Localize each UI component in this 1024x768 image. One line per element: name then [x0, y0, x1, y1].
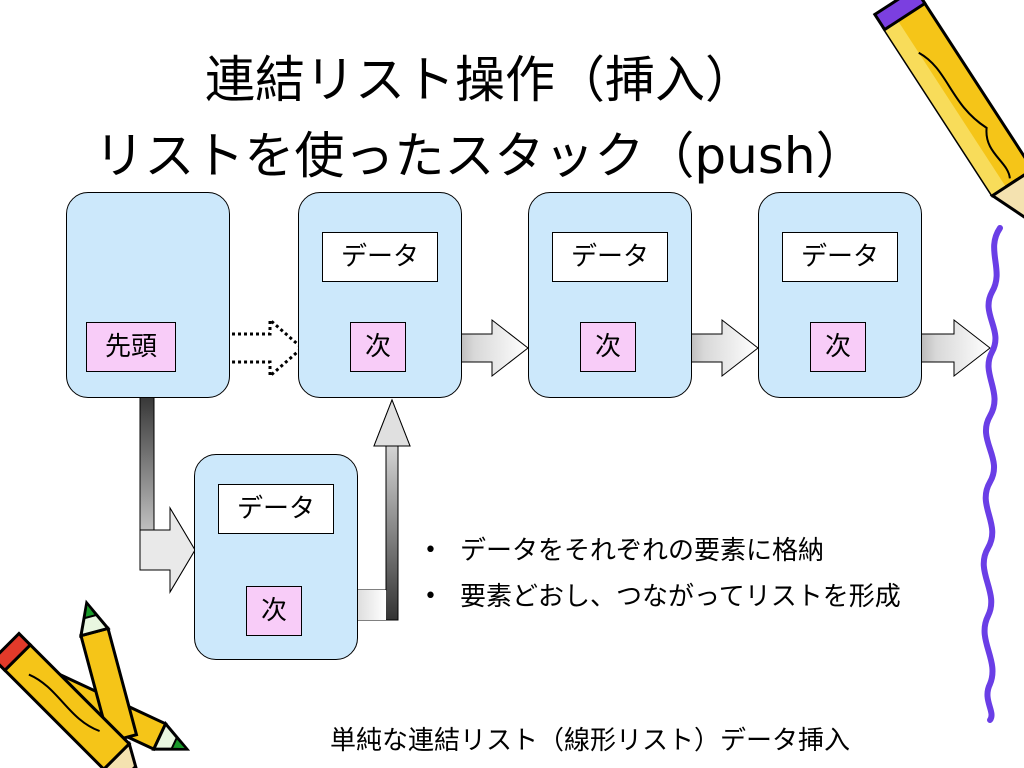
- slide-caption: 単純な連結リスト（線形リスト）データ挿入: [330, 726, 851, 756]
- slide-title-line2: リストを使ったスタック（push）: [94, 127, 866, 185]
- bullet-item: 要素どおし、つながってリストを形成: [420, 574, 901, 620]
- node-1-data: データ: [322, 232, 438, 282]
- pencil-bundle-icon: [0, 599, 191, 768]
- slide-title-line1: 連結リスト操作（挿入）: [205, 51, 755, 109]
- squiggle-line: [980, 225, 1003, 723]
- node-3-next: 次: [810, 322, 866, 372]
- node-1-next: 次: [350, 322, 406, 372]
- new-node-data: データ: [218, 484, 334, 534]
- head-pointer-box: 先頭: [86, 322, 176, 372]
- node-2-next: 次: [580, 322, 636, 372]
- node-2-data: データ: [552, 232, 668, 282]
- new-node-next: 次: [246, 586, 302, 636]
- pencil-icon: [872, 0, 1024, 233]
- node-3-data: データ: [782, 232, 898, 282]
- bullet-item: データをそれぞれの要素に格納: [420, 528, 901, 574]
- bullet-list: データをそれぞれの要素に格納 要素どおし、つながってリストを形成: [420, 528, 901, 620]
